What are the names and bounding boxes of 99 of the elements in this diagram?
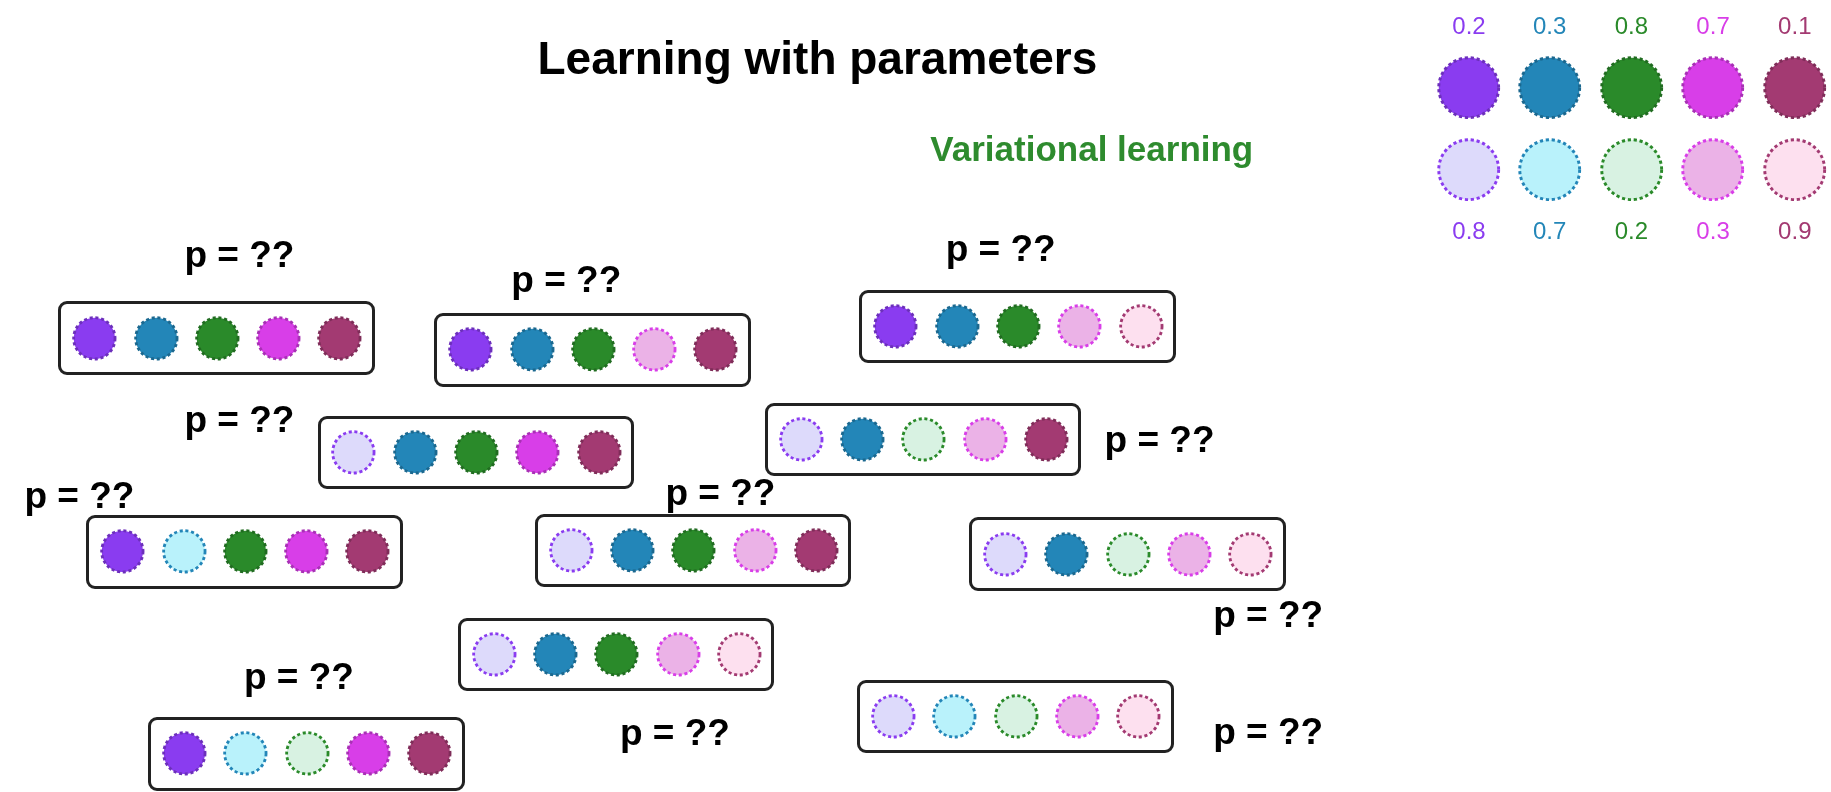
parameter-box — [457, 617, 775, 692]
parameter-circle — [1680, 54, 1746, 121]
parameter-circle — [132, 314, 180, 362]
parameter-circle — [283, 528, 330, 576]
parameter-circle — [160, 528, 208, 576]
parameter-circle — [792, 527, 840, 574]
parameter-circle — [1117, 303, 1165, 350]
parameter-circle — [608, 527, 656, 574]
parameter-circle — [731, 527, 779, 574]
probability-label: p = ?? — [243, 656, 354, 699]
parameter-box — [58, 301, 375, 375]
parameter-circle — [777, 416, 825, 463]
probability-label: p = ?? — [945, 227, 1056, 270]
parameter-circle — [872, 303, 919, 350]
parameter-circle — [631, 326, 678, 374]
parameter-circle — [1598, 54, 1664, 121]
parameter-circle — [345, 730, 392, 778]
parameter-circle — [283, 730, 331, 778]
probability-label: p = ?? — [1213, 711, 1324, 754]
probability-value: 0.7 — [1696, 11, 1730, 40]
parameter-circle — [692, 326, 740, 374]
parameter-circle — [1516, 136, 1583, 202]
parameter-circle — [161, 730, 208, 778]
parameter-circle — [1436, 54, 1502, 121]
probability-label: p = ?? — [1104, 419, 1215, 462]
parameter-circle — [670, 527, 717, 574]
parameter-circle — [839, 416, 886, 463]
parameter-circle — [330, 429, 378, 476]
probability-label: p = ?? — [184, 233, 295, 276]
parameter-box — [534, 513, 852, 588]
parameter-circle — [1056, 303, 1103, 350]
parameter-circle — [1104, 530, 1152, 578]
probability-value: 0.1 — [1778, 11, 1812, 40]
parameter-circle — [982, 530, 1029, 578]
parameter-circle — [344, 528, 392, 576]
parameter-circle — [593, 631, 640, 678]
probability-value: 0.3 — [1532, 11, 1567, 40]
parameter-circle — [193, 314, 241, 362]
parameter-circle — [99, 528, 146, 576]
parameter-circle — [1053, 693, 1101, 740]
parameter-circle — [1762, 136, 1828, 202]
parameter-circle — [1762, 54, 1828, 121]
parameter-circle — [1516, 54, 1583, 121]
probability-value: 0.2 — [1614, 217, 1648, 246]
parameter-circle — [654, 631, 702, 678]
parameter-circle — [1115, 693, 1162, 740]
parameter-circle — [715, 631, 763, 678]
parameter-circle — [931, 693, 978, 740]
parameter-circle — [1598, 136, 1664, 202]
parameter-circle — [1680, 136, 1746, 202]
parameter-circle — [994, 303, 1042, 350]
parameter-circle — [255, 314, 302, 362]
parameter-circle — [1022, 416, 1070, 463]
parameter-circle — [222, 730, 270, 778]
probability-label: p = ?? — [1213, 594, 1324, 637]
probability-label: p = ?? — [665, 471, 776, 514]
parameter-circle — [470, 631, 518, 678]
parameter-circle — [221, 528, 269, 576]
probability-value: 0.3 — [1696, 217, 1730, 246]
probability-label: p = ?? — [184, 399, 295, 442]
subtitle: Variational learning — [930, 129, 1254, 170]
parameter-circle — [992, 693, 1040, 740]
parameter-circle — [531, 631, 579, 678]
parameter-box — [969, 517, 1286, 591]
probability-value: 0.9 — [1778, 217, 1812, 246]
parameter-circle — [71, 314, 118, 362]
probability-value: 0.2 — [1452, 11, 1486, 40]
parameter-box — [764, 402, 1082, 477]
probability-label: p = ?? — [619, 712, 730, 755]
parameter-circle — [453, 429, 500, 476]
probability-value: 0.8 — [1452, 217, 1486, 246]
probability-value: 0.7 — [1532, 217, 1567, 246]
parameter-circle — [1043, 530, 1091, 578]
parameter-box — [434, 312, 751, 387]
parameter-box — [317, 415, 635, 490]
parameter-circle — [1227, 530, 1274, 578]
probability-label: p = ?? — [511, 259, 622, 302]
probability-value: 0.8 — [1614, 11, 1648, 40]
parameter-circle — [933, 303, 981, 350]
parameter-circle — [1165, 530, 1213, 578]
parameter-circle — [900, 416, 947, 463]
parameter-circle — [508, 326, 556, 374]
parameter-circle — [406, 730, 454, 778]
parameter-circle — [316, 314, 364, 362]
parameter-circle — [514, 429, 562, 476]
parameter-box — [148, 717, 465, 791]
parameter-box — [859, 289, 1176, 364]
parameter-circle — [569, 326, 617, 374]
parameter-circle — [447, 326, 494, 374]
parameter-box — [857, 679, 1174, 754]
parameter-circle — [869, 693, 917, 740]
probability-label: p = ?? — [24, 475, 135, 518]
parameter-box — [86, 514, 403, 589]
parameter-circle — [547, 527, 595, 574]
parameter-circle — [961, 416, 1009, 463]
parameter-circle — [391, 429, 439, 476]
parameter-circle — [575, 429, 623, 476]
parameter-circle — [1436, 136, 1502, 202]
title: Learning with parameters — [537, 31, 1098, 86]
